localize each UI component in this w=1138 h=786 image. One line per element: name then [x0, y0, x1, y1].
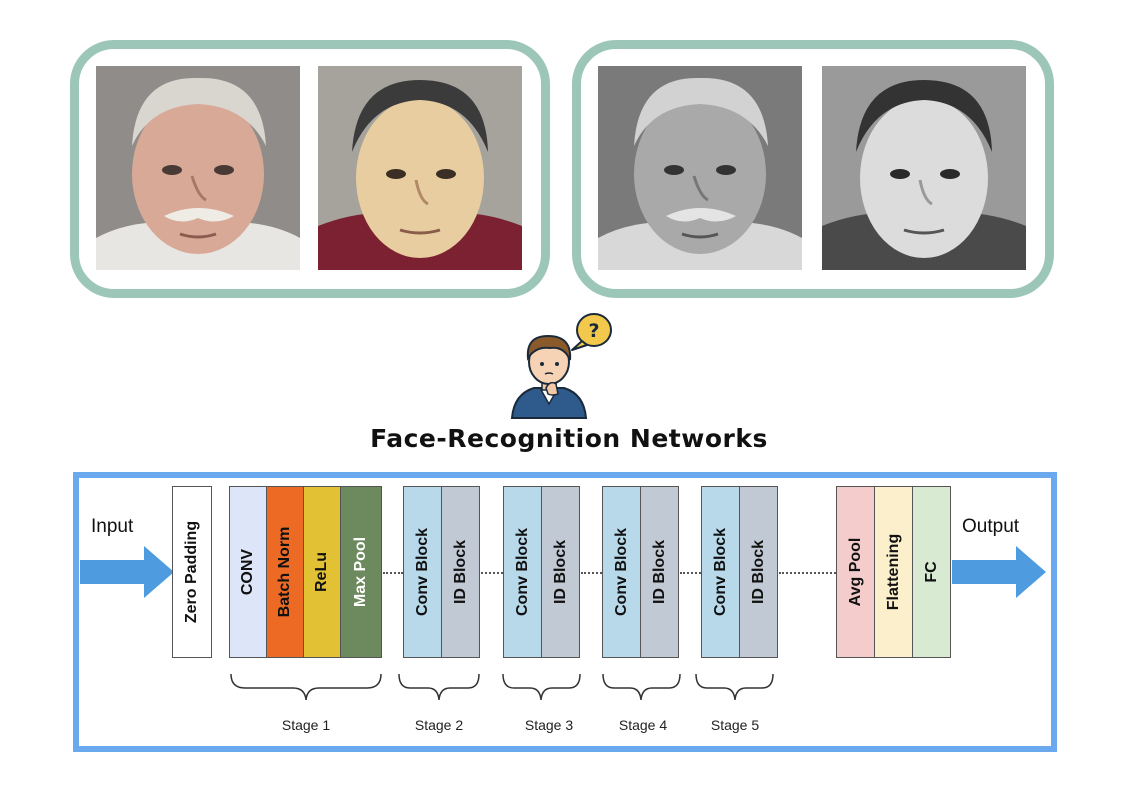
face-photo-gray-1 — [598, 66, 802, 270]
connector-dots — [680, 572, 701, 574]
avg-pool-block: Avg Pool — [836, 486, 875, 658]
connector-dots — [581, 572, 602, 574]
output-arrow-icon — [952, 546, 1048, 598]
stage-label-3: Stage 3 — [524, 717, 574, 733]
diagram-title: Face-Recognition Networks — [370, 424, 768, 453]
question-bubble-icon: ? — [568, 310, 614, 354]
id-block-stage4: ID Block — [640, 486, 679, 658]
output-label: Output — [962, 516, 1020, 537]
stage-label-1: Stage 1 — [281, 717, 331, 733]
id-block-stage2: ID Block — [441, 486, 480, 658]
conv-block-stage5: Conv Block — [701, 486, 740, 658]
thinking-person-icon — [506, 322, 590, 420]
id-block-stage5: ID Block — [739, 486, 778, 658]
input-label: Input — [91, 516, 134, 537]
face-photo-gray-2 — [822, 66, 1026, 270]
id-block-stage3: ID Block — [541, 486, 580, 658]
stage-label-4: Stage 4 — [618, 717, 668, 733]
max-pool-block: Max Pool — [340, 486, 382, 658]
stage-label-2: Stage 2 — [414, 717, 464, 733]
face-photo-color-2 — [318, 66, 522, 270]
connector-dots — [481, 572, 503, 574]
input-arrow-icon — [80, 546, 176, 598]
connector-dots — [779, 572, 836, 574]
face-photo-color-1 — [96, 66, 300, 270]
zero-padding-block: Zero Padding — [172, 486, 212, 658]
conv-block-stage2: Conv Block — [403, 486, 442, 658]
relu-block: ReLu — [303, 486, 341, 658]
connector-dots — [383, 572, 403, 574]
fc-block: FC — [912, 486, 951, 658]
stage-label-5: Stage 5 — [710, 717, 760, 733]
conv-block-stage3: Conv Block — [503, 486, 542, 658]
svg-text:?: ? — [588, 320, 599, 342]
